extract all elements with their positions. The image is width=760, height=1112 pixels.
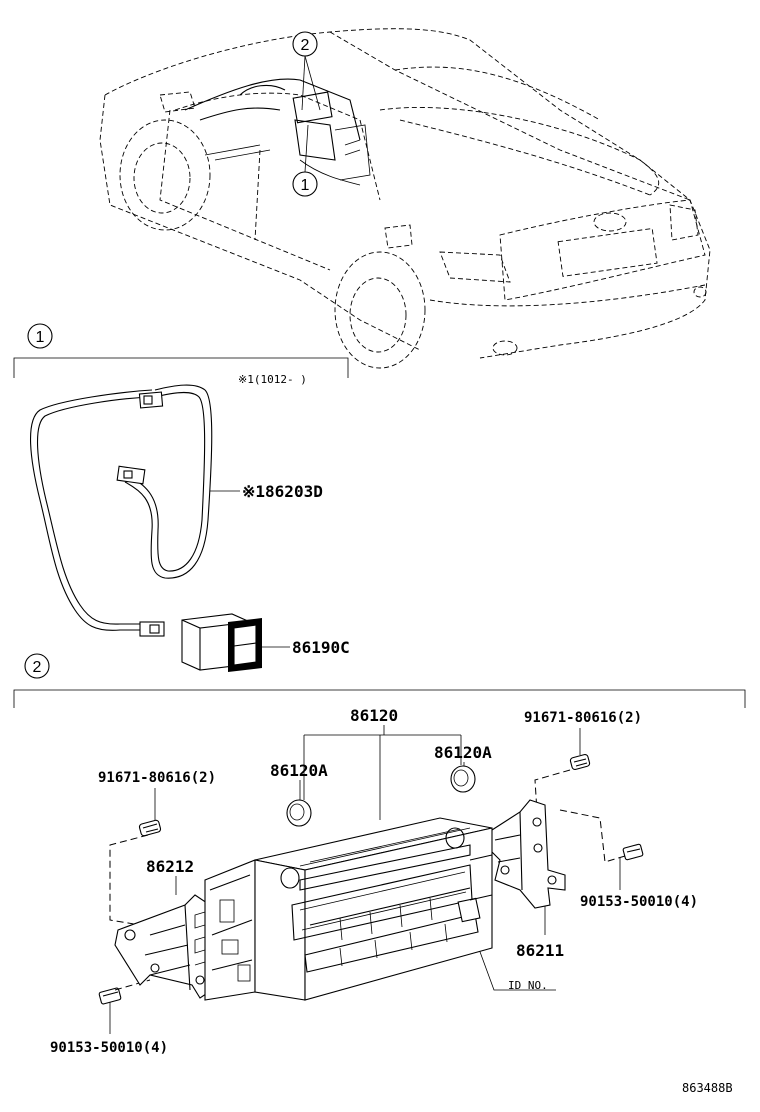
diagram-id: 863488B — [682, 1081, 733, 1095]
part-label-86212: 86212 — [146, 857, 194, 876]
part-label-91671-right: 91671-80616(2) — [524, 710, 642, 726]
callout-circle-1-car — [292, 171, 318, 197]
part-label-91671-left: 91671-80616(2) — [98, 770, 216, 786]
section-1-marker — [27, 323, 53, 349]
radio-unit-86120 — [204, 817, 493, 1001]
range-note: ※1(1012- ) — [238, 373, 307, 386]
section-2-marker — [24, 653, 50, 679]
switch-86190C — [181, 613, 290, 672]
section-2: 2 86120 86120A 86120A 91671-80616(2) 916… — [13, 653, 746, 1056]
callout-circle-2-car — [292, 31, 318, 57]
part-label-86190C: 86190C — [292, 638, 350, 657]
wire-harness — [30, 384, 240, 637]
callout-1-car-label: 1 — [301, 177, 310, 194]
bracket-86212 — [114, 894, 213, 999]
part-label-90153-right: 90153-50010(4) — [580, 894, 698, 910]
knob-86120A-left — [286, 799, 312, 827]
part-label-86120: 86120 — [350, 706, 398, 725]
part-label-86203D: ※186203D — [242, 482, 323, 501]
section-1: 1 ※1(1012- ) ※186203D 861 — [13, 323, 350, 672]
part-label-86120A-left: 86120A — [270, 761, 328, 780]
screw-91671-left — [138, 819, 162, 837]
bolt-90153-right — [622, 843, 644, 861]
bolt-90153-left — [98, 987, 122, 1005]
callout-2-car-label: 2 — [301, 37, 310, 54]
screw-91671-right — [569, 753, 591, 771]
id-no-label: ID NO. — [508, 979, 548, 992]
bracket-86211 — [489, 799, 566, 909]
part-label-90153-left: 90153-50010(4) — [50, 1040, 168, 1056]
part-label-86211: 86211 — [516, 941, 564, 960]
section-2-marker-label: 2 — [33, 659, 42, 676]
car-illustration: 2 1 — [99, 28, 711, 369]
part-label-86120A-right: 86120A — [434, 743, 492, 762]
section-1-marker-label: 1 — [36, 329, 45, 346]
knob-86120A-right — [450, 765, 476, 793]
